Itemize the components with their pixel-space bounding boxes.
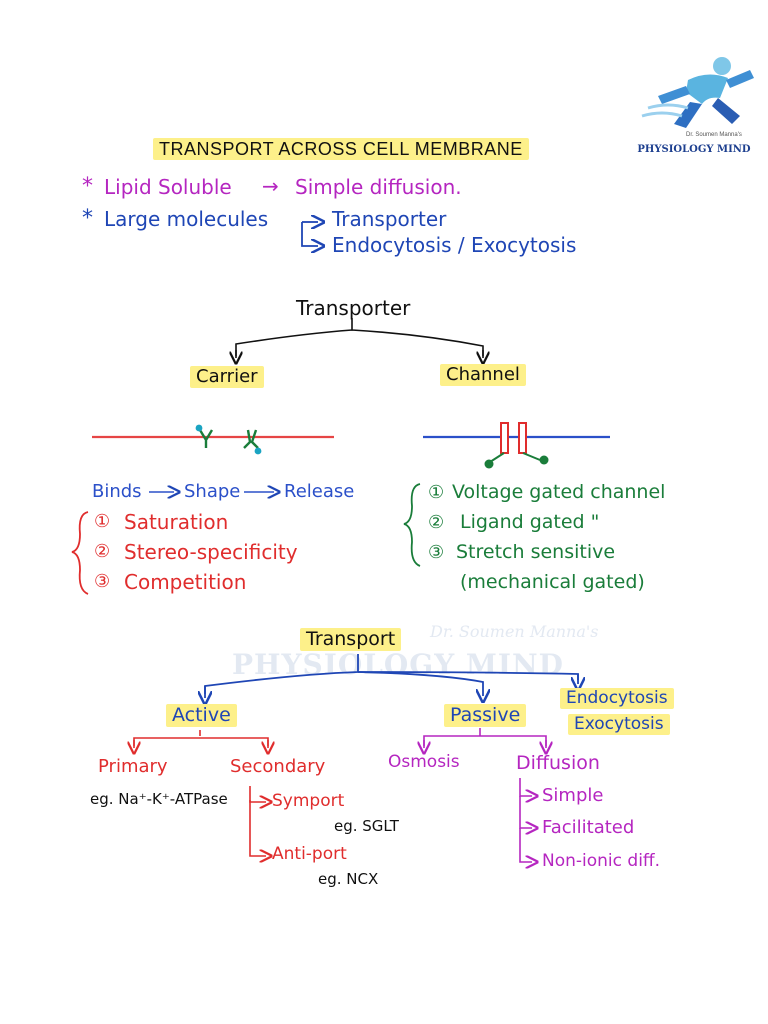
transporter-title: Transporter bbox=[296, 296, 411, 320]
logo-name: PHYSIOLOGY MIND bbox=[637, 144, 751, 155]
carrier-label: Carrier bbox=[190, 366, 264, 388]
bullet-star-1: * bbox=[82, 174, 93, 199]
bullet1-left: Lipid Soluble bbox=[104, 175, 232, 199]
antiport-example: eg. NCX bbox=[318, 870, 379, 888]
diffusion-type-2: Facilitated bbox=[542, 817, 635, 838]
endo-line1: Endocytosis bbox=[560, 688, 674, 709]
passive-label: Passive bbox=[444, 704, 527, 727]
carrier-feature-1: Saturation bbox=[124, 510, 229, 534]
channel-type-3: Stretch sensitive bbox=[456, 541, 616, 563]
carrier-feature-3: Competition bbox=[124, 570, 247, 594]
channel-type-1: Voltage gated channel bbox=[452, 481, 666, 503]
process-release: Release bbox=[284, 481, 355, 502]
bullet2-branch2: Endocytosis / Exocytosis bbox=[332, 233, 577, 257]
channel-type-num-3: ③ bbox=[428, 542, 445, 563]
watermark-byline: Dr. Soumen Manna's bbox=[430, 622, 599, 641]
active-label: Active bbox=[166, 704, 237, 727]
primary-label: Primary bbox=[98, 756, 168, 777]
logo-byline: Dr. Soumen Manna's bbox=[686, 132, 742, 138]
diffusion-label: Diffusion bbox=[516, 752, 600, 774]
page-title: TRANSPORT ACROSS CELL MEMBRANE bbox=[153, 138, 529, 160]
watermark-name: PHYSIOLOGY MIND bbox=[232, 648, 564, 681]
bullet2-left: Large molecules bbox=[104, 207, 269, 231]
channel-type-num-2: ② bbox=[428, 512, 445, 533]
antiport-label: Anti-port bbox=[272, 844, 347, 864]
logo: Dr. Soumen Manna's PHYSIOLOGY MIND bbox=[628, 52, 760, 164]
primary-example: eg. Na⁺-K⁺-ATPase bbox=[90, 790, 228, 808]
symport-example: eg. SGLT bbox=[334, 817, 399, 835]
osmosis-label: Osmosis bbox=[388, 752, 460, 772]
bullet2-branch1: Transporter bbox=[332, 207, 447, 231]
carrier-brace bbox=[71, 511, 89, 595]
channel-brace bbox=[403, 483, 421, 567]
runner-icon bbox=[641, 57, 754, 128]
carrier-feature-num-2: ② bbox=[94, 541, 111, 562]
channel-label: Channel bbox=[440, 364, 526, 386]
bullet-star-2: * bbox=[82, 206, 93, 231]
endo-line2: Exocytosis bbox=[568, 714, 670, 735]
channel-protein-icon bbox=[484, 422, 549, 469]
carrier-protein-icon bbox=[195, 424, 262, 455]
secondary-label: Secondary bbox=[230, 756, 326, 777]
transport-title: Transport bbox=[300, 628, 402, 651]
carrier-feature-num-1: ① bbox=[94, 511, 111, 532]
carrier-feature-num-3: ③ bbox=[94, 571, 111, 592]
diffusion-type-1: Simple bbox=[542, 785, 604, 806]
channel-type-2: Ligand gated " bbox=[460, 511, 600, 533]
bullet1-right: Simple diffusion. bbox=[295, 175, 462, 199]
channel-type-num-1: ① bbox=[428, 482, 445, 503]
bullet1-arrow: → bbox=[262, 174, 279, 198]
process-shape: Shape bbox=[184, 481, 241, 502]
symport-label: Symport bbox=[272, 791, 345, 811]
carrier-feature-2: Stereo-specificity bbox=[124, 540, 298, 564]
diffusion-type-3: Non-ionic diff. bbox=[542, 851, 661, 871]
channel-note: (mechanical gated) bbox=[460, 571, 645, 593]
process-binds: Binds bbox=[92, 481, 142, 502]
